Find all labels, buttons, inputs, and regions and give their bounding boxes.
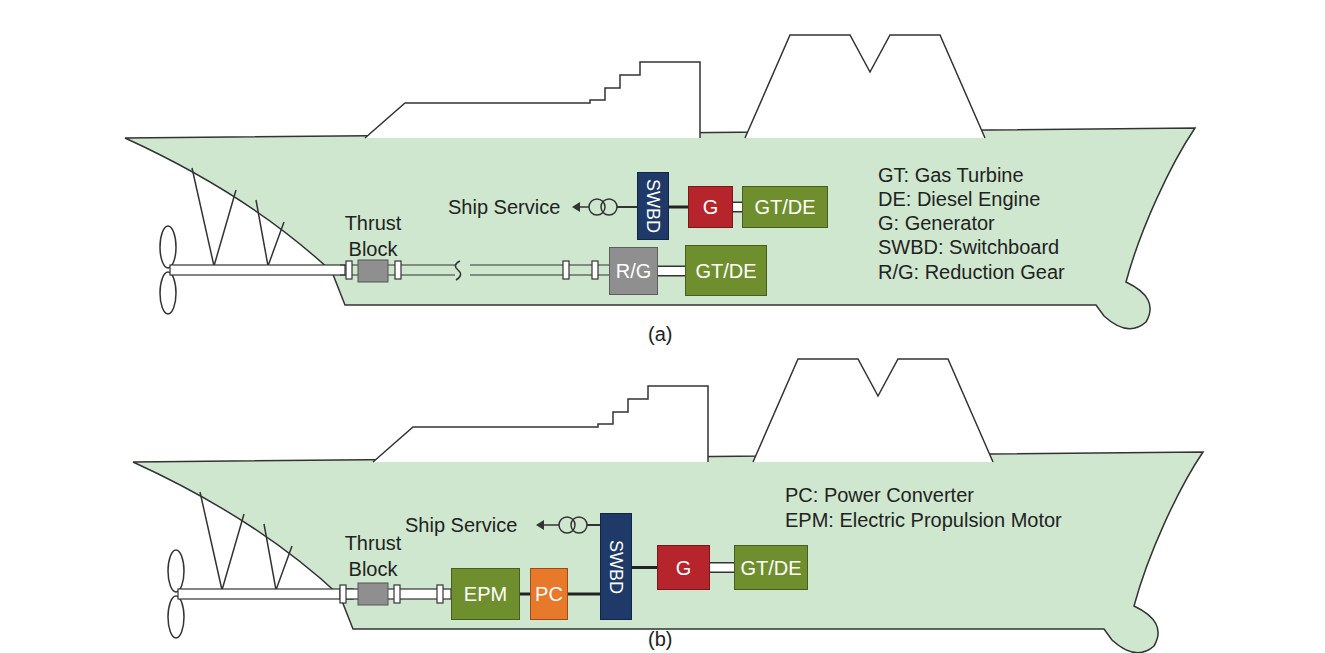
shaft-body: [733, 203, 742, 211]
shaft-body: [710, 564, 734, 572]
power-cable: [520, 594, 530, 595]
equipment-box: PC: [530, 568, 568, 620]
legend-note: PC: Power Converter: [785, 483, 974, 507]
cable-line: [520, 593, 530, 596]
box-label: GT/DE: [740, 557, 801, 579]
legend-note: SWBD: Switchboard: [878, 235, 1059, 259]
part-label: Ship Service: [448, 195, 560, 219]
part-label: Thrust Block: [334, 210, 412, 262]
equipment-box: R/G: [609, 247, 658, 295]
shaft-outline: [710, 562, 734, 573]
shaft-outline: [658, 266, 685, 277]
legend-note: G: Generator: [878, 211, 995, 235]
equipment-box: GT/DE: [734, 545, 808, 590]
hull-b: [133, 359, 1203, 653]
box-label: GT/DE: [754, 196, 815, 218]
cable-line: [669, 206, 688, 209]
cable-line: [632, 566, 657, 569]
equipment-box: G: [688, 186, 733, 228]
legend-note: EPM: Electric Propulsion Motor: [785, 508, 1062, 532]
power-cable: [669, 207, 688, 208]
shaft-a: [340, 260, 609, 282]
box-label: PC: [535, 583, 563, 605]
switchboard-box: SWBD: [600, 513, 632, 620]
ship-service-feed-a: [572, 199, 637, 215]
box-label: GT/DE: [695, 260, 756, 282]
part-label: Thrust Block: [334, 530, 412, 582]
part-label: (b): [648, 627, 672, 651]
shaft-body: [658, 267, 685, 275]
switchboard-box: SWBD: [637, 172, 669, 240]
box-label: R/G: [616, 260, 652, 282]
box-label: EPM: [464, 583, 507, 605]
part-label: (a): [648, 322, 672, 346]
box-label: G: [676, 557, 692, 579]
shaft-b: [340, 583, 451, 605]
drive-shaft: [733, 207, 742, 208]
legend-note: GT: Gas Turbine: [878, 163, 1024, 187]
ship-service-feed-b: [536, 517, 600, 533]
drive-shaft: [658, 271, 685, 272]
legend-note: R/G: Reduction Gear: [878, 260, 1065, 284]
drive-shaft: [710, 567, 734, 568]
box-label: SWBD: [605, 540, 627, 594]
power-cable: [632, 567, 657, 568]
equipment-box: GT/DE: [685, 245, 767, 296]
shaft-outline: [733, 202, 742, 213]
cable-line: [568, 593, 600, 596]
part-label: Ship Service: [405, 513, 517, 537]
equipment-box: GT/DE: [742, 186, 828, 228]
power-cable: [568, 594, 600, 595]
box-label: SWBD: [642, 179, 664, 233]
box-label: G: [703, 196, 719, 218]
equipment-box: G: [657, 545, 710, 590]
hull-a: [125, 35, 1195, 329]
equipment-box: EPM: [451, 568, 520, 620]
legend-note: DE: Diesel Engine: [878, 187, 1040, 211]
